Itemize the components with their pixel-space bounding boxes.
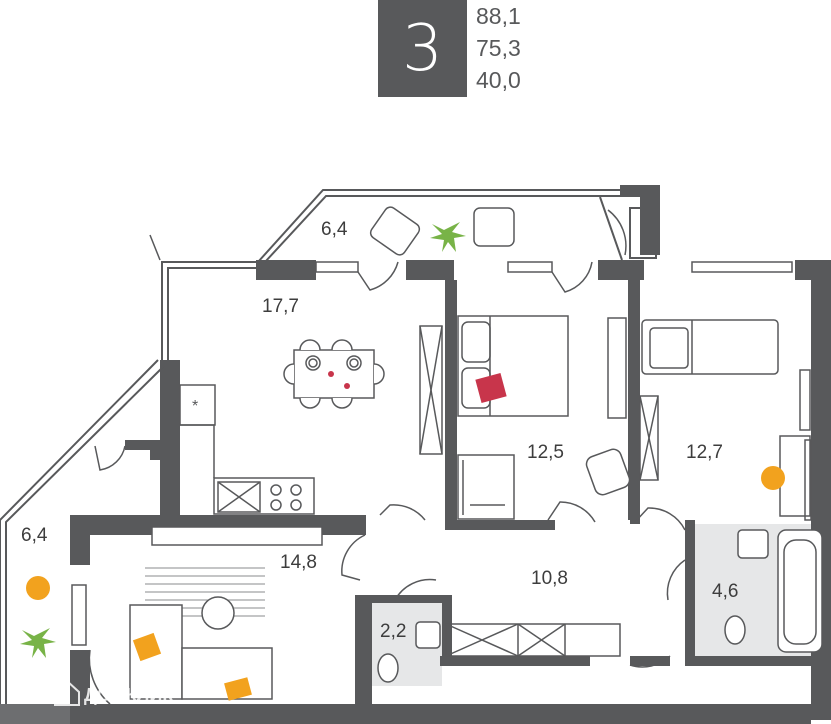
hallway-wardrobe — [445, 623, 621, 657]
room-area-wc: 2,2 — [380, 621, 406, 642]
room-area-kitchen-living: 17,7 — [262, 296, 299, 317]
pillow-accent — [475, 373, 507, 403]
wardrobe-bedroom — [457, 317, 631, 520]
room-area-bathroom: 4,6 — [712, 581, 738, 602]
dining-set — [283, 339, 385, 409]
area-without-balcony: 75,3 — [476, 35, 521, 61]
living-area: 40,0 — [476, 67, 521, 93]
room-area-bedroom-second: 12,7 — [686, 442, 723, 463]
total-area: 88,1 — [476, 3, 521, 29]
tv-stand — [151, 526, 323, 546]
rooms-count-badge: 3 — [378, 0, 467, 97]
single-bed — [641, 319, 779, 375]
doors — [88, 209, 686, 705]
balcony-chairs — [369, 206, 515, 256]
bathtub — [777, 529, 823, 653]
room-area-bedroom-main: 12,5 — [527, 442, 564, 463]
watermark: ДОМКЛИК — [54, 679, 174, 706]
desk — [639, 395, 811, 517]
cushion-2 — [224, 677, 252, 701]
area-list: 88,1 75,3 40,0 — [476, 0, 521, 96]
kitchen-counter: * — [179, 384, 315, 515]
watermark-text: ДОМКЛИК — [84, 685, 174, 705]
svg-text:*: * — [192, 398, 198, 415]
balcony-outlines — [0, 189, 657, 704]
cushion-1 — [132, 632, 162, 662]
room-area-living: 14,8 — [280, 552, 317, 573]
windows — [71, 261, 812, 646]
bathroom-sink — [724, 529, 769, 645]
wc-fixtures — [377, 621, 441, 683]
home-icon — [54, 679, 80, 706]
coffee-table — [201, 596, 235, 630]
room-area-hallway: 10,8 — [531, 568, 568, 589]
double-bed — [457, 315, 569, 417]
room-area-balcony-left: 6,4 — [21, 525, 48, 546]
room-area-balcony-top: 6,4 — [321, 219, 348, 240]
plant-icon-left — [20, 628, 56, 658]
rooms-count: 3 — [402, 11, 443, 86]
plant-icon — [430, 222, 466, 252]
chair-icon — [26, 576, 50, 600]
desk-chair-icon — [761, 466, 785, 490]
wardrobe-kitchen — [419, 325, 443, 455]
